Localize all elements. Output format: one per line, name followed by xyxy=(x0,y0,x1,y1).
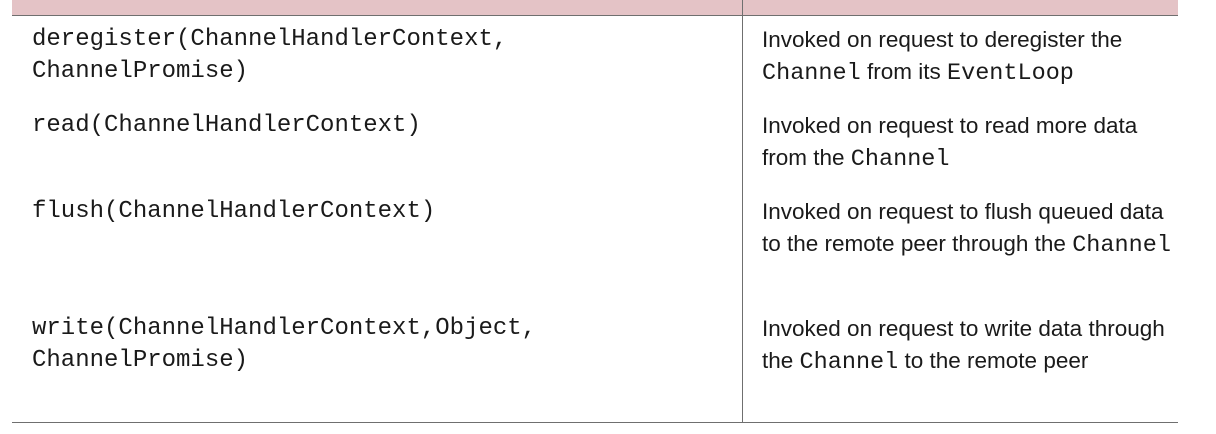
method-description: Invoked on request to flush queued data … xyxy=(762,196,1172,261)
description-text: to the remote peer xyxy=(898,347,1089,373)
description-text: Invoked on request to read more data fro… xyxy=(762,113,1138,170)
code-term: Channel xyxy=(850,145,950,173)
description-text: from its xyxy=(860,58,947,84)
description-text: Invoked on request to flush queued data … xyxy=(762,199,1164,256)
method-signature: deregister(ChannelHandlerContext, Channe… xyxy=(32,26,508,85)
method-signature: read(ChannelHandlerContext) xyxy=(32,112,421,139)
column-divider xyxy=(742,0,743,422)
description-text: Invoked on request to deregister the xyxy=(762,27,1123,52)
method-signature: flush(ChannelHandlerContext) xyxy=(32,198,436,225)
method-table: deregister(ChannelHandlerContext, Channe… xyxy=(12,0,1178,423)
code-term: EventLoop xyxy=(946,59,1074,87)
method-description: Invoked on request to read more data fro… xyxy=(762,110,1172,175)
description-text: Invoked on request to write data through… xyxy=(762,316,1165,373)
table-header xyxy=(12,0,1178,16)
code-term: Channel xyxy=(762,59,861,87)
method-signature: write(ChannelHandlerContext,Object, Chan… xyxy=(32,315,537,374)
code-term: Channel xyxy=(799,348,899,376)
code-term: Channel xyxy=(1072,231,1171,259)
method-description: Invoked on request to write data through… xyxy=(762,313,1172,378)
method-description: Invoked on request to deregister the Cha… xyxy=(762,24,1172,89)
